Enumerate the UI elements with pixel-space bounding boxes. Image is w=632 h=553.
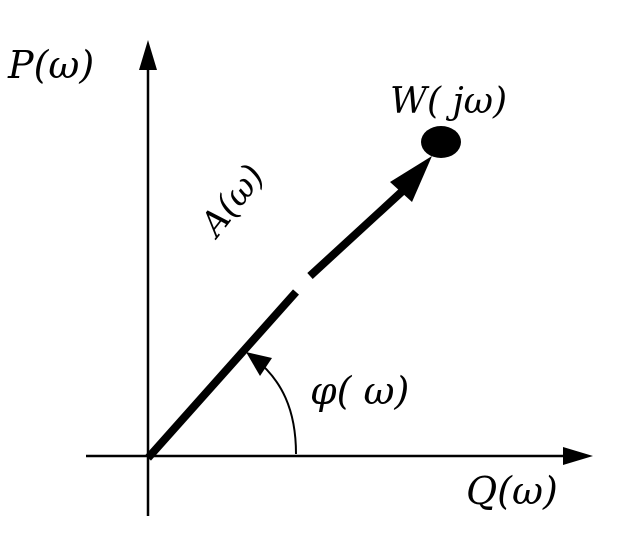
- angle-label: φ( ω): [310, 369, 410, 413]
- phasor-arrowhead: [390, 156, 432, 202]
- phasor-vector-upper: [307, 183, 411, 279]
- p-axis-arrowhead: [139, 40, 157, 70]
- q-axis-label: Q(ω): [466, 469, 558, 513]
- point-w-label: W( jω): [390, 81, 508, 122]
- point-w-dot: [421, 126, 461, 158]
- phasor-vector-lower: [145, 289, 299, 461]
- q-axis-arrowhead: [563, 447, 593, 465]
- angle-arrowhead: [246, 352, 272, 376]
- p-axis-label: P(ω): [8, 43, 95, 87]
